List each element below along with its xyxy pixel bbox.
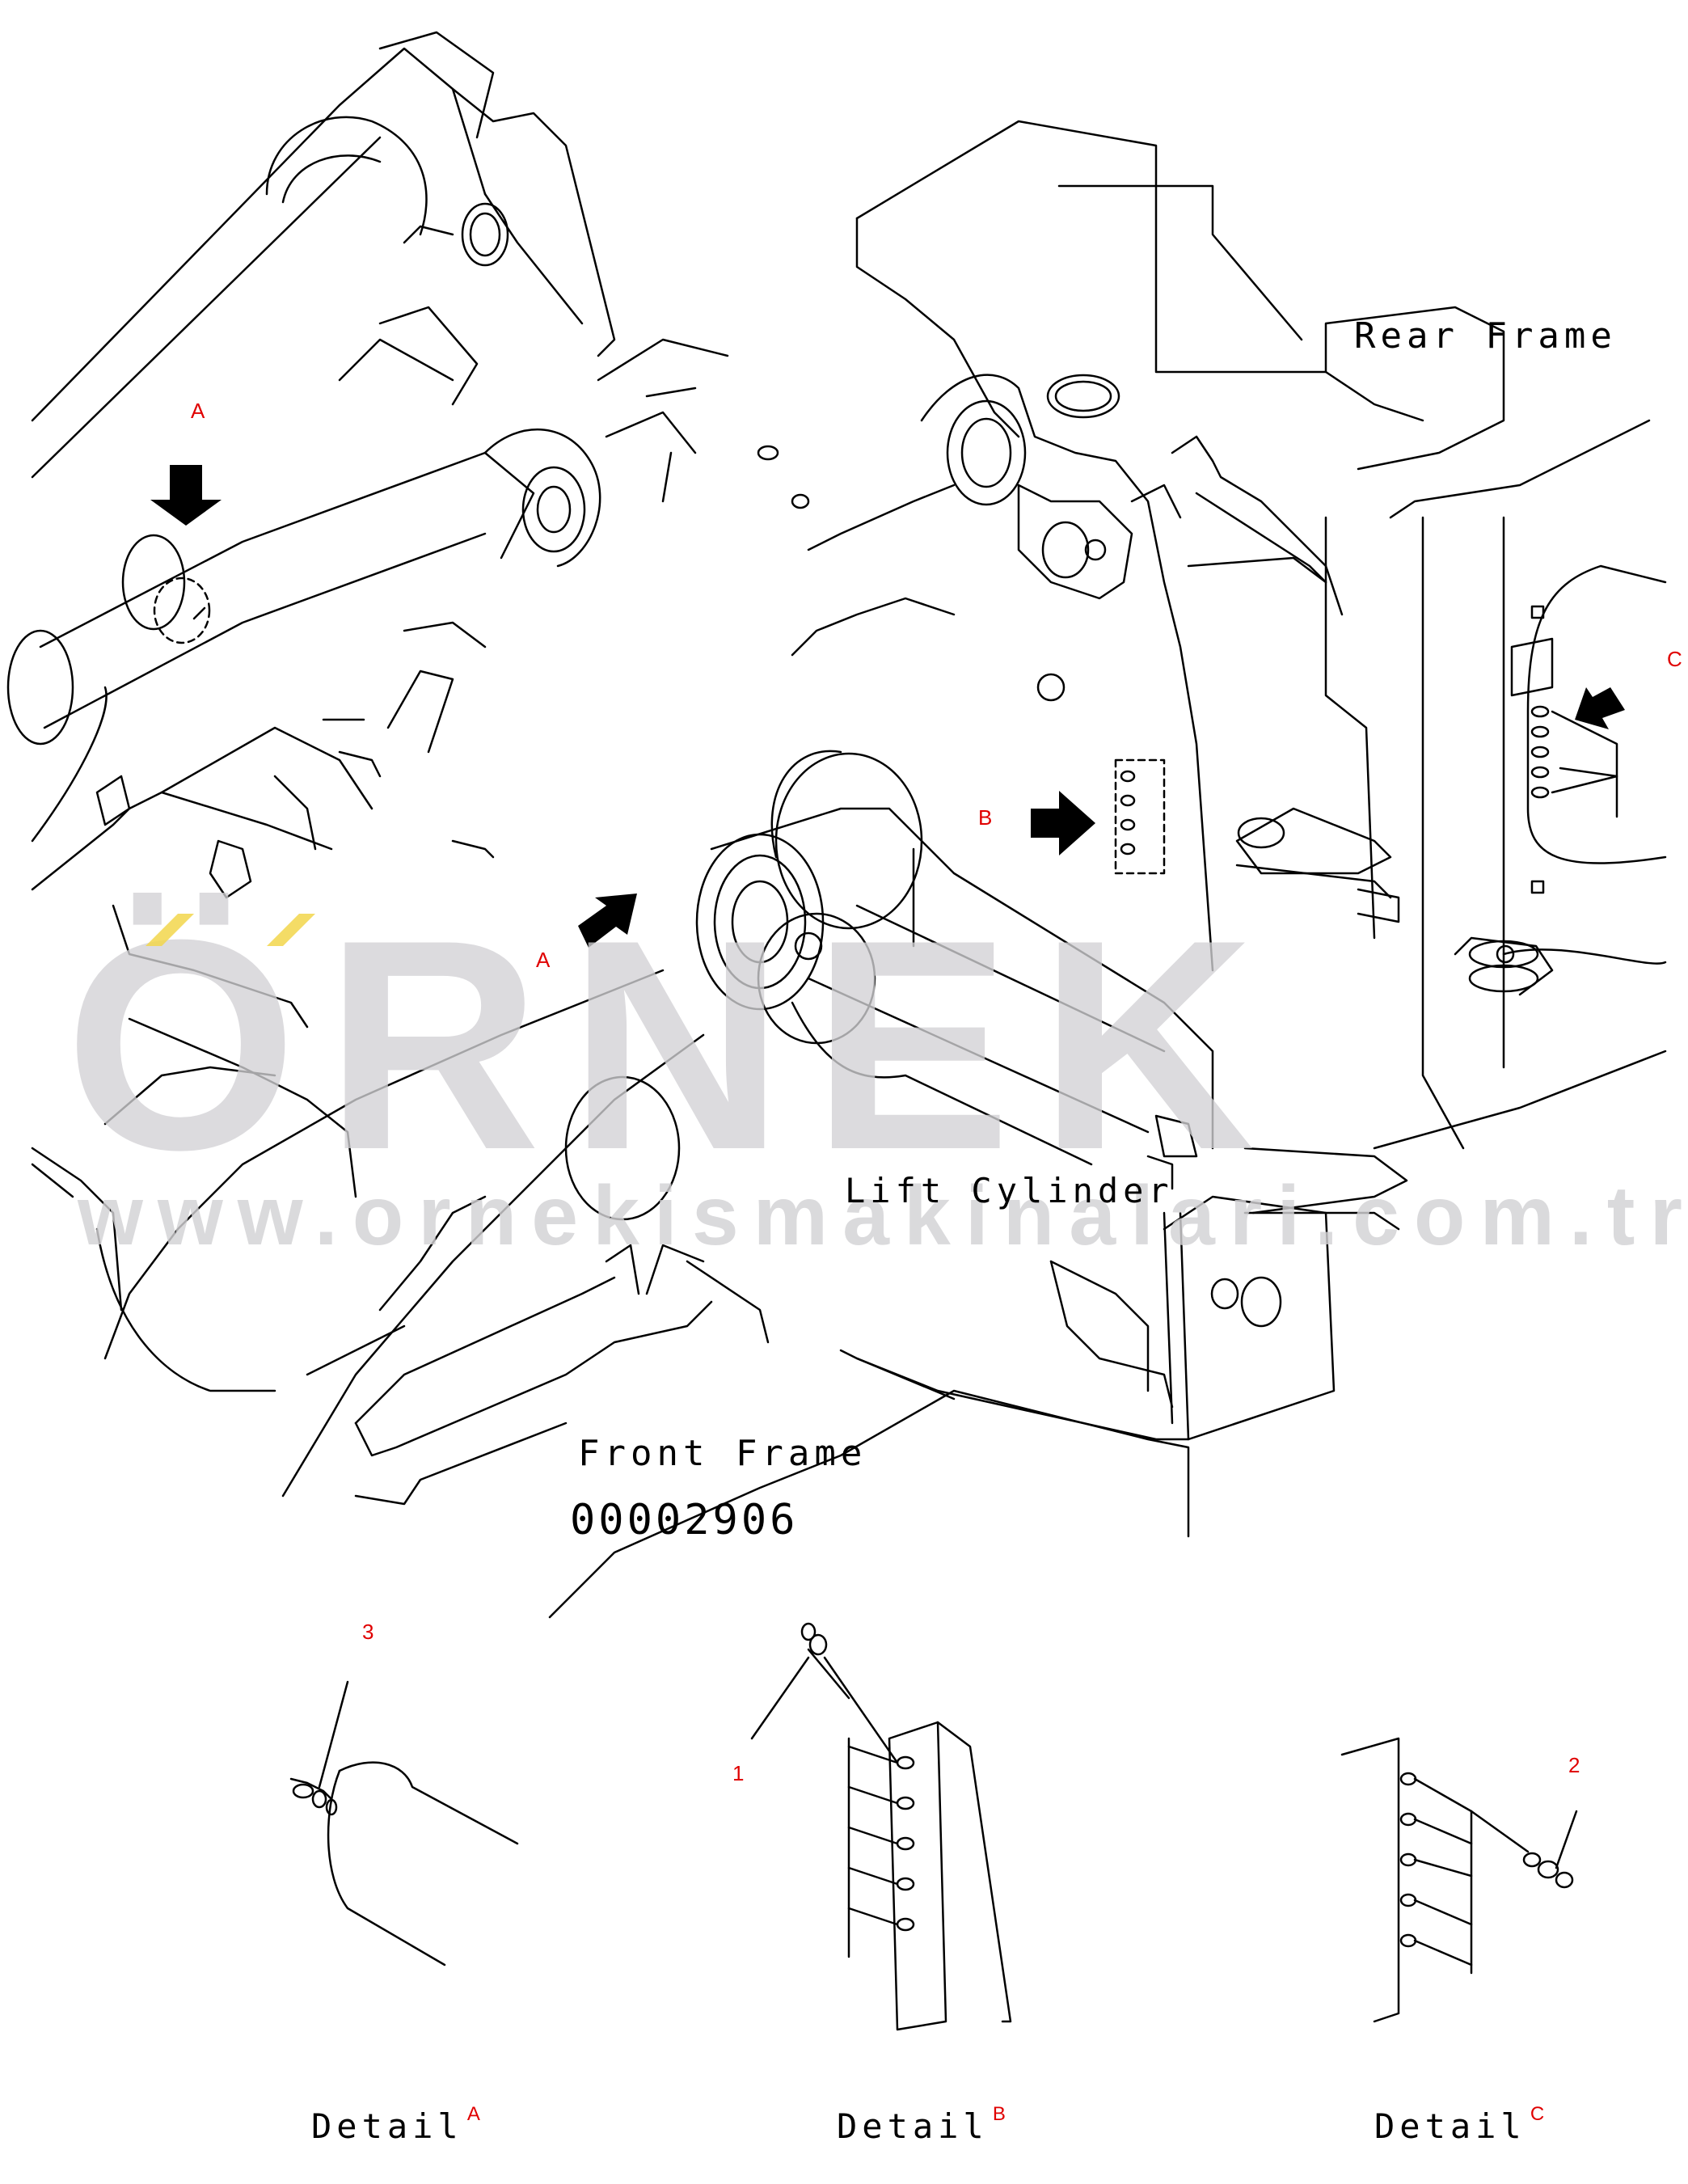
- lift-cylinder-mount: [757, 374, 1214, 972]
- lift-cylinder-label: Lift Cylinder: [845, 1171, 1174, 1210]
- detail-b-letter: B: [992, 2103, 1006, 2125]
- detail-b-drawing: [750, 1622, 1012, 2031]
- front-frame-label: Front Frame: [578, 1433, 867, 1474]
- rear-frame: [855, 120, 1667, 1231]
- drawing-number: 00002906: [570, 1496, 799, 1544]
- rear-frame-label: Rear Frame: [1354, 315, 1617, 357]
- front-frame: [31, 718, 1190, 1619]
- callout-b: B: [978, 805, 993, 830]
- arrow-b-icon: [1031, 791, 1095, 855]
- detail-c-caption: Detail C: [1374, 2103, 1545, 2146]
- detail-a-drawing: [289, 1680, 519, 1966]
- boom-arm: [31, 31, 616, 479]
- watermark-accent-icon: [146, 914, 315, 946]
- part-number-3: 3: [362, 1620, 374, 1644]
- detail-c-word: Detail: [1374, 2106, 1526, 2146]
- lift-cylinder: [695, 807, 1336, 1441]
- watermark-brand: ÖRNEK: [65, 878, 1283, 1212]
- arrow-a-lower-icon: [578, 893, 637, 948]
- arrow-c-icon: [1575, 687, 1625, 729]
- detail-c-letter: C: [1530, 2103, 1545, 2125]
- part-number-1: 1: [732, 1761, 745, 1785]
- detail-a-letter: A: [466, 2103, 480, 2125]
- callout-a-upper: A: [191, 399, 205, 423]
- detail-a-caption: Detail A: [311, 2103, 480, 2146]
- watermark-url: www.ornekismakinalari.com.tr: [78, 1169, 1688, 1263]
- detail-b-word: Detail: [837, 2106, 989, 2146]
- detail-a-word: Detail: [311, 2106, 463, 2146]
- fitting-group-b: [1114, 758, 1166, 875]
- callout-c: C: [1667, 647, 1682, 671]
- part-number-2: 2: [1568, 1753, 1580, 1777]
- detail-b-caption: Detail B: [837, 2103, 1006, 2146]
- callout-a-lower: A: [536, 948, 551, 972]
- pivot-cylinder-upper: [6, 338, 729, 843]
- detail-c-drawing: [1340, 1737, 1578, 2023]
- fitting-group-c: [1530, 705, 1550, 799]
- arrow-a-upper-icon: [150, 465, 222, 526]
